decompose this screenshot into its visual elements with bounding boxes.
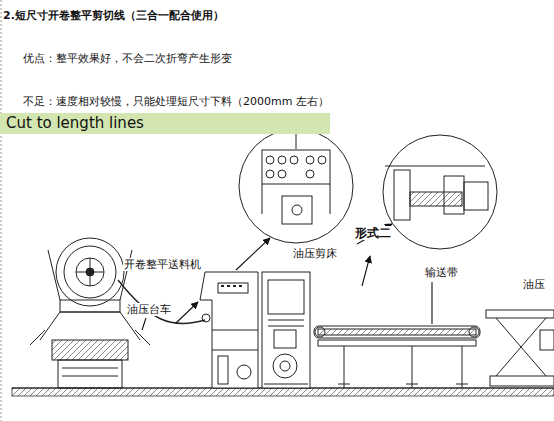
- frame-line: [1, 0, 2, 421]
- banner-text: Cut to length lines: [6, 114, 144, 132]
- part-label: 油压台车: [126, 303, 172, 316]
- note-text: 优点：整平效果好，不会二次折弯产生形变: [22, 52, 233, 65]
- leader-arrows: [142, 224, 432, 330]
- note-text: 不足：速度相对较慢，只能处理短尺寸下料（2000mm 左右）: [22, 95, 330, 108]
- part-label: 开卷整平送料机: [123, 258, 202, 271]
- part-label: 油压剪床: [292, 247, 338, 260]
- hydraulic-shear: [262, 272, 310, 388]
- title: 2.短尺寸开卷整平剪切线（三合一配合使用）: [3, 9, 224, 22]
- variant-label: 形式二: [354, 226, 392, 240]
- detail-view-conveyor-drive: [383, 135, 497, 249]
- hydraulic-lift-table: [486, 310, 554, 386]
- detail-view-shear: [239, 129, 353, 243]
- part-label: 油压: [522, 278, 546, 291]
- decoiler: [30, 238, 205, 388]
- leveler-feeder: [200, 272, 258, 388]
- floor: [12, 388, 554, 396]
- conveyor: [314, 326, 480, 388]
- banner-band: Cut to length lines: [0, 113, 330, 134]
- part-label: 输送带: [424, 266, 459, 279]
